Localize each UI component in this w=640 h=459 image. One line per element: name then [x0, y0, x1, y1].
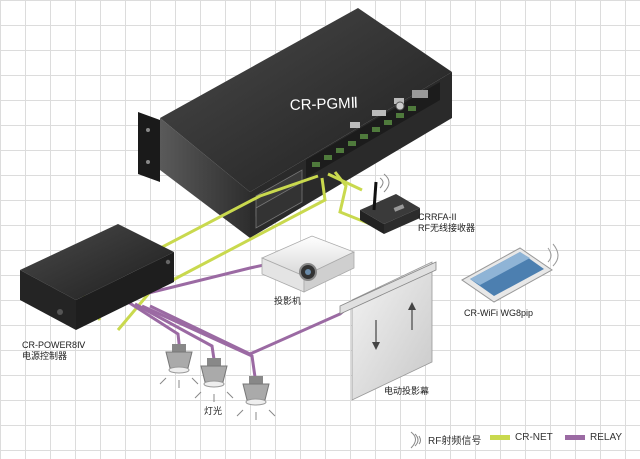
power-controller-unit	[20, 224, 174, 330]
power-front	[20, 270, 76, 330]
terminal-block	[336, 148, 344, 153]
legend-cr-net: CR-NET	[490, 432, 553, 443]
spot-light-icon	[159, 344, 199, 388]
screen-housing	[339, 261, 437, 315]
rf-receiver-unit	[360, 173, 420, 234]
tablet-screen-glare	[470, 252, 530, 285]
relay-swatch	[565, 435, 585, 440]
power-controller-label: CR-POWER8Ⅳ 电源控制器	[22, 340, 85, 362]
rack-screw	[146, 128, 150, 132]
power-switch	[395, 101, 405, 111]
spot-light-icon	[236, 376, 276, 420]
power-controller-name: 电源控制器	[22, 351, 68, 361]
rf-receiver-model: CRRFA-II	[418, 212, 457, 222]
tablet-device	[461, 243, 559, 303]
projection-screen-unit	[339, 261, 437, 401]
drive-bay	[255, 181, 303, 229]
power-controller-model: CR-POWER8Ⅳ	[22, 340, 86, 350]
down-arrow-head	[372, 342, 380, 350]
relay-cable	[141, 304, 258, 385]
lens-glass	[305, 269, 311, 275]
receiver-front	[384, 208, 420, 234]
wifi-wave-icon	[547, 247, 552, 263]
terminal-block	[384, 120, 392, 125]
spot-light-icon	[194, 358, 234, 402]
cr-net-swatch	[490, 435, 510, 440]
receiver-badge	[393, 204, 405, 212]
rack-ear-left	[138, 112, 160, 182]
rf-legend-icon	[414, 433, 419, 447]
terminal-block	[324, 155, 332, 160]
rf-legend-icon	[410, 431, 416, 449]
cr-net-cable	[116, 177, 327, 331]
rack-screw	[146, 160, 150, 164]
projector-side	[303, 251, 355, 293]
port	[394, 98, 404, 104]
receiver-top	[360, 194, 420, 224]
up-arrow-head	[408, 302, 416, 310]
power-side	[76, 252, 174, 330]
screen-label: 电动投影幕	[384, 386, 430, 396]
power-button	[57, 309, 63, 315]
terminal-block	[312, 162, 320, 167]
rf-wave-icon	[379, 177, 384, 189]
terminal-block	[348, 141, 356, 146]
legend-relay-label: RELAY	[590, 432, 623, 443]
host-top-face	[160, 8, 452, 192]
wifi-wave-icon	[552, 243, 559, 267]
tablet-label: CR-WiFi WG8pip	[464, 308, 533, 318]
power-top	[20, 224, 174, 300]
tablet-screen	[470, 252, 544, 296]
main-host-unit: CR-PGMⅡ	[138, 8, 452, 238]
terminal-block	[408, 106, 416, 111]
rf-wave-icon	[383, 173, 390, 193]
legend-icons	[410, 431, 421, 449]
host-side-face	[160, 118, 250, 238]
projector-unit	[260, 235, 356, 293]
rf-legend-icon	[418, 435, 421, 445]
antenna	[372, 181, 378, 211]
legend-rf-label: RF射频信号	[428, 436, 482, 447]
screw	[165, 259, 171, 265]
legend-cr-net-label: CR-NET	[515, 432, 553, 443]
rf-receiver-label: CRRFA-II RF无线接收器	[418, 212, 475, 234]
power-socket	[412, 90, 428, 98]
port	[372, 110, 386, 116]
lights-label: 灯光	[204, 406, 223, 416]
projector-label: 投影机	[274, 296, 302, 306]
legend-relay: RELAY	[565, 432, 622, 443]
host-label: CR-PGMⅡ	[290, 95, 359, 114]
cr-net-cable	[327, 172, 363, 192]
port	[350, 122, 360, 128]
rf-receiver-name: RF无线接收器	[418, 223, 475, 233]
receiver-side	[360, 210, 384, 234]
terminal-block	[372, 127, 380, 132]
terminal-block	[360, 134, 368, 139]
terminal-block	[396, 113, 404, 118]
legend-rf: RF射频信号	[428, 432, 481, 447]
spot-lights	[159, 344, 276, 420]
